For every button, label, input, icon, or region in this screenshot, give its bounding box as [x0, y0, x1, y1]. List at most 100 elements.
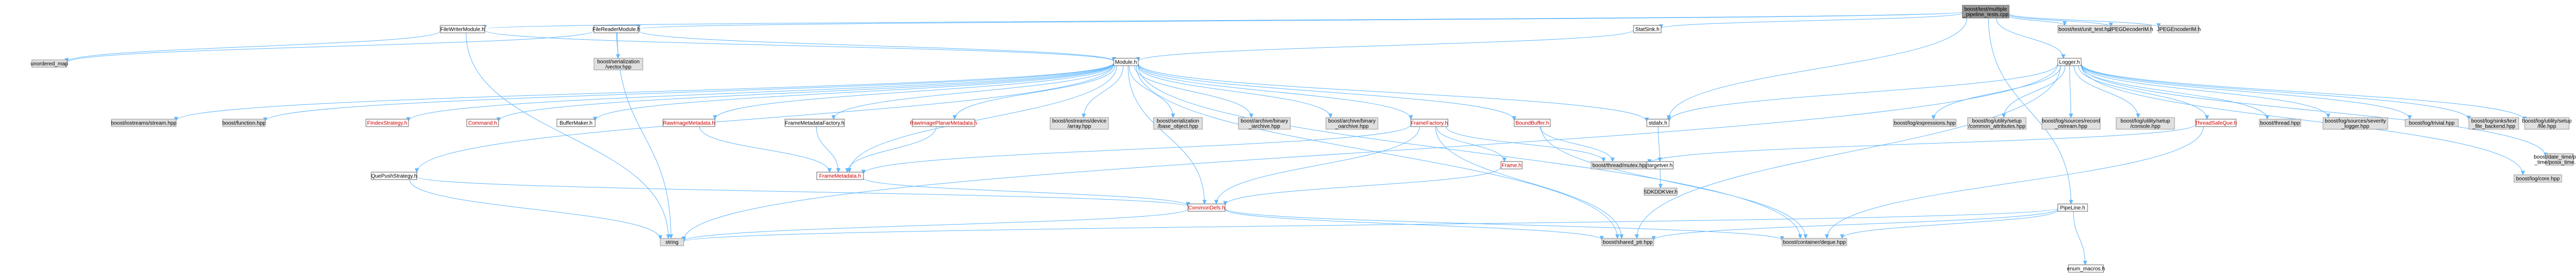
node-targetver[interactable]: targetver.h [1646, 161, 1674, 169]
node-boostthread: boost/thread.hpp [2259, 119, 2301, 127]
node-framemetafactory[interactable]: FrameMetadataFactory.h [784, 119, 845, 127]
node-framemeta[interactable]: FrameMetadata.h [816, 172, 864, 180]
node-label-buffermaker-0: BufferMaker.h [560, 121, 592, 127]
arrowhead-logger-to-logseverity [2326, 113, 2330, 119]
node-logattr: boost/log/utility/setup/common_attribute… [1967, 117, 2027, 130]
node-statsink[interactable]: StatSink.h [1633, 25, 1662, 33]
node-filereader[interactable]: FileReaderModule.h [592, 25, 640, 33]
node-box-stdafx [1646, 119, 1670, 127]
node-box-posixtime [2545, 153, 2574, 166]
edge-logger-to-logattr [2003, 65, 2066, 118]
arrowhead-module-to-quepush [415, 168, 419, 173]
node-rawplanarmeta[interactable]: RawImagePlanarMetadata.h [910, 119, 977, 127]
edge-framemetafactory-to-framemeta [816, 126, 839, 173]
node-boundbuffer[interactable]: BoundBuffer.h [1514, 119, 1551, 127]
edge-filereader-to-unordered_map [66, 30, 595, 63]
arrowhead-boundbuffer-to-threadmutex [1610, 157, 1615, 163]
node-label-statsink-0: StatSink.h [1635, 27, 1660, 33]
node-label-logattr-0: boost/log/utility/setup [1972, 119, 2022, 124]
arrowhead-root-to-unittest [2062, 21, 2067, 26]
node-root[interactable]: boost/test/multiple_pipeline_tests.cpp [1962, 5, 2010, 19]
node-label-threadmutex-0: boost/thread/mutex.hpp [1592, 163, 1648, 169]
arrowhead-logger-to-logcore [2520, 171, 2525, 176]
node-box-pipeline [2057, 203, 2088, 212]
edge-pipeline-to-deque [1841, 209, 2058, 239]
edge-module-to-rawplanarmeta [954, 65, 1115, 120]
arrowhead-module-to-framefactory [1409, 115, 1413, 120]
node-label-frame-0: Frame.h [1501, 163, 1521, 169]
edge-module-to-function [265, 62, 1114, 122]
arrowhead-targetver-to-sdkddkver [1658, 184, 1663, 189]
node-label-findex-0: FIndexStrategy.h [367, 121, 407, 127]
node-box-findex [365, 119, 409, 127]
node-label-stdafx-0: stdafx.h [1648, 121, 1667, 127]
node-box-logseverity [2322, 117, 2388, 130]
node-box-commondefs [1187, 203, 1226, 212]
arrowhead-module-to-rawimagemeta [713, 115, 717, 120]
node-filewriter[interactable]: FileWriterModule.h [440, 25, 485, 33]
node-label-rawimagemeta-0: RawImageMetadata.h [663, 121, 715, 127]
node-label-framemeta-0: FrameMetadata.h [819, 174, 861, 180]
node-box-jpegenc [2158, 25, 2199, 33]
node-label-boundbuffer-0: BoundBuffer.h [1515, 121, 1549, 127]
node-label-targetver-0: targetver.h [1647, 163, 1672, 169]
node-box-module [1113, 58, 1139, 66]
arrowhead-logger-to-logconsole [2136, 113, 2141, 119]
node-label-serialvector-0: boost/serialization [597, 59, 640, 65]
edge-module-to-commondefs [1128, 65, 1205, 204]
arrowhead-module-to-rawplanarmeta [952, 115, 957, 120]
edge-framefactory-to-frame [1436, 126, 1505, 162]
node-archive_bout: boost/archive/binary_oarchive.hpp [1325, 117, 1378, 130]
edge-filewriter-to-unordered_map [66, 31, 441, 62]
node-box-sharedptr [1601, 238, 1654, 246]
node-box-targetver [1646, 161, 1674, 169]
edge-pipeline-to-sharedptr [1653, 208, 2058, 240]
node-label-filereader-0: FileReaderModule.h [592, 27, 640, 33]
node-label-logfile-0: boost/log/utility/setup [2522, 119, 2572, 124]
edge-module-to-rawimagemeta [714, 64, 1114, 120]
node-label-logseverity-0: boost/log/sources/severity [2325, 119, 2386, 124]
node-label-logseverity-1: _logger.hpp [2341, 124, 2370, 130]
node-logcore: boost/log/core.hpp [2513, 174, 2562, 183]
node-commondefs[interactable]: CommonDefs.h [1187, 203, 1226, 212]
node-label-logger-0: Logger.h [2059, 60, 2080, 66]
node-rawimagemeta[interactable]: RawImageMetadata.h [662, 119, 715, 127]
node-box-logtrivial [2405, 119, 2459, 127]
node-frame[interactable]: Frame.h [1500, 161, 1523, 169]
node-box-logsinks [2468, 117, 2519, 130]
edge-logger-to-logcore [2081, 65, 2523, 175]
node-box-logrecord [2041, 117, 2101, 130]
node-quepush[interactable]: QuePushStrategy.h [371, 172, 417, 180]
node-pipeline[interactable]: PipeLine.h [2057, 203, 2088, 212]
edge-module-to-command [498, 63, 1114, 122]
node-box-quepush [371, 172, 417, 180]
edge-root-to-pipeline [1988, 17, 2072, 204]
node-box-serialvector [593, 58, 643, 70]
edge-quepush-to-commondefs [416, 176, 1189, 208]
node-command[interactable]: Command.h [466, 119, 499, 127]
node-archive_bin: boost/archive/binary_iarchive.hpp [1238, 117, 1291, 130]
node-enum_macros[interactable]: enum_macros.h [2067, 264, 2105, 273]
edge-module-to-framefactory [1138, 64, 1411, 120]
node-box-boostthread [2259, 119, 2301, 127]
edge-module-to-stdafx [1138, 63, 1647, 122]
node-logger[interactable]: Logger.h [2057, 58, 2082, 66]
node-module[interactable]: Module.h [1113, 58, 1139, 66]
arrowhead-module-to-framemetafactory [831, 115, 836, 120]
edge-root-to-filereader [638, 12, 1963, 29]
node-label-string-0: string [666, 240, 678, 246]
node-label-logtrivial-0: boost/log/trivial.hpp [2409, 121, 2455, 127]
node-threadsafeque[interactable]: ThreadSafeQue.h [2195, 119, 2237, 127]
node-buffermaker[interactable]: BufferMaker.h [556, 119, 596, 127]
arrowhead-filereader-to-string [669, 234, 674, 239]
arrowhead-frame-to-commondefs [1223, 201, 1227, 206]
node-label-posixtime-1: _time/posix_time.hpp [2534, 160, 2576, 166]
node-box-logconsole [2116, 117, 2175, 130]
node-framefactory[interactable]: FrameFactory.h [1410, 119, 1448, 127]
node-box-serialbase [1153, 117, 1203, 130]
node-box-archive_bin [1238, 117, 1291, 130]
arrowhead-logger-to-logattr [2002, 113, 2006, 119]
node-stdafx[interactable]: stdafx.h [1646, 119, 1670, 127]
node-findex[interactable]: FIndexStrategy.h [365, 119, 409, 127]
node-box-function [222, 119, 266, 127]
